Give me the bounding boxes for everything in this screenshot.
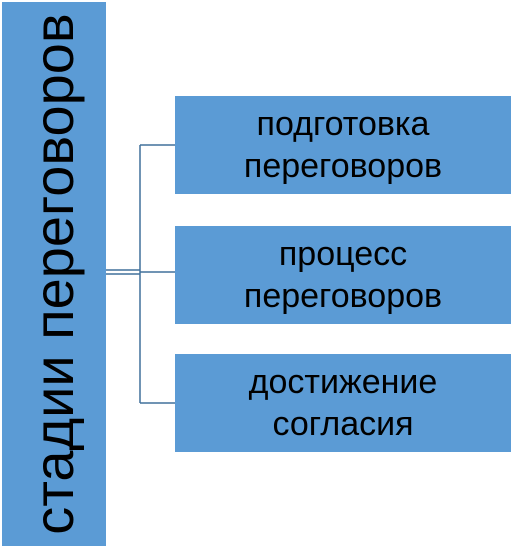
child-node-label-line1: процесс [278, 235, 408, 273]
child-node-label-line2: переговоров [243, 147, 443, 185]
child-node-label-line2: согласия [272, 405, 414, 443]
child-node-label-line2: переговоров [243, 277, 443, 315]
child-node-label-line1: подготовка [256, 105, 430, 143]
child-node-process: процесс переговоров [175, 226, 511, 324]
child-node-agreement: достижение согласия [175, 354, 511, 452]
root-node: стадии переговоров [2, 2, 106, 546]
child-node-label-line1: достижение [248, 363, 438, 401]
child-node-preparation: подготовка переговоров [175, 96, 511, 194]
